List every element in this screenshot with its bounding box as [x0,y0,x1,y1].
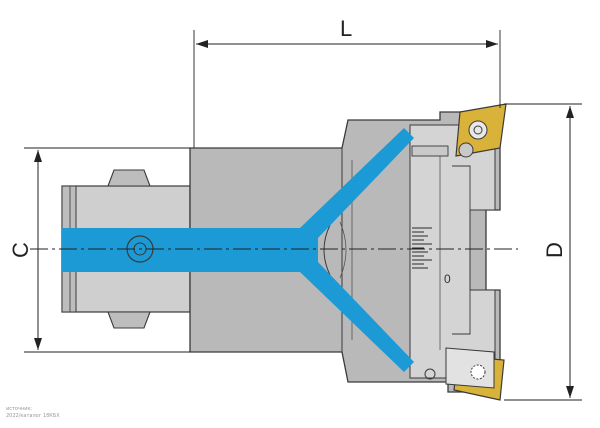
dimension-c-label: C [8,242,33,258]
scale-zero-label: 0 [444,272,451,286]
dimension-l-label: L [340,16,352,41]
dimension-l: L [193,16,501,148]
source-note: источник: 2022/каталог 18КБХ [6,406,60,420]
dimension-d-label: D [542,242,567,258]
top-insert [455,103,507,158]
dimension-d: D [504,103,582,401]
source-note-line-1: источник: [6,406,33,412]
dimension-c: C [8,147,190,353]
bottom-insert [424,347,505,401]
coolant-channels [62,128,414,372]
tool-body [189,111,501,393]
source-note-line-2: 2022/каталог 18КБХ [6,413,60,419]
vernier-scale: 0 [412,227,451,286]
